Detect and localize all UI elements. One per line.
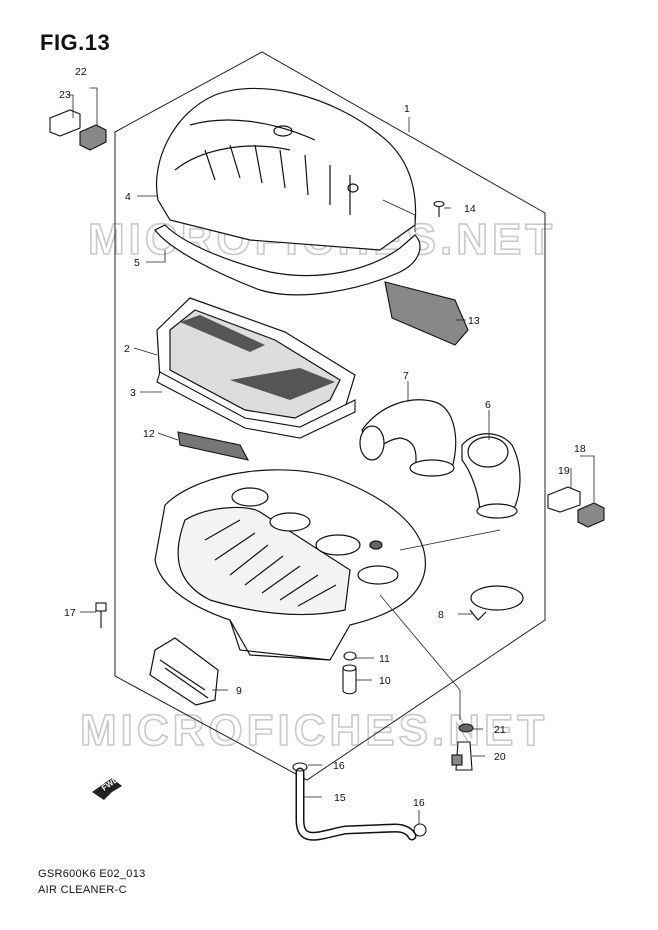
part-label-8: 8 (438, 609, 444, 621)
element-seal (156, 371, 356, 439)
part-label-15: 15 (334, 792, 346, 804)
cover-gasket (154, 224, 421, 296)
assembly-frame (114, 51, 546, 781)
sensor-oring (458, 723, 474, 733)
clip-11 (343, 651, 357, 661)
lower-case (154, 469, 426, 661)
part-label-5: 5 (134, 257, 140, 269)
hose-clip-lower (413, 823, 427, 837)
intake-boot (149, 637, 219, 706)
air-element (156, 297, 356, 431)
part-label-13: 13 (468, 315, 480, 327)
part-label-11: 11 (379, 653, 390, 665)
drain-hose-inner (297, 769, 415, 840)
part-label-17: 17 (64, 607, 76, 619)
connector-22-23 (49, 109, 107, 151)
part-label-3: 3 (130, 387, 136, 399)
part-label-23: 23 (59, 89, 71, 101)
mount-bolt (95, 602, 107, 628)
leader-lines (68, 87, 595, 824)
part-label-7: 7 (403, 370, 409, 382)
clamp (469, 585, 524, 621)
cover-screw (433, 200, 445, 217)
elbow-duct-6 (461, 433, 521, 519)
watermark-bottom: MICROFICHES.NET (80, 706, 548, 755)
elbow-duct-7 (359, 399, 457, 477)
drain-cap (342, 664, 357, 695)
intake-temp-sensor (451, 741, 473, 771)
part-label-14: 14 (464, 203, 476, 215)
part-label-2: 2 (124, 343, 130, 355)
part-label-22: 22 (75, 66, 87, 78)
part-label-21: 21 (494, 724, 506, 736)
forward-direction-marker: FWD (92, 775, 122, 800)
hose-clip-upper (292, 762, 308, 772)
connector-18-19 (547, 486, 605, 528)
part-label-16-upper: 16 (333, 760, 345, 772)
section-name: AIR CLEANER-C (38, 884, 127, 896)
part-label-10: 10 (379, 675, 391, 687)
part-label-9: 9 (236, 685, 242, 697)
side-mesh-plate (384, 281, 469, 346)
part-label-18: 18 (574, 443, 586, 455)
part-label-4: 4 (125, 191, 131, 203)
upper-case-cover (156, 87, 417, 251)
part-label-16-lower: 16 (413, 797, 425, 809)
part-label-1: 1 (404, 103, 410, 115)
part-label-19: 19 (558, 465, 570, 477)
part-label-12: 12 (143, 428, 155, 440)
small-mesh (177, 431, 250, 461)
model-code: GSR600K6 E02_013 (38, 868, 146, 880)
figure-title: FIG.13 (40, 30, 111, 55)
part-label-20: 20 (494, 751, 506, 763)
part-label-6: 6 (485, 399, 491, 411)
